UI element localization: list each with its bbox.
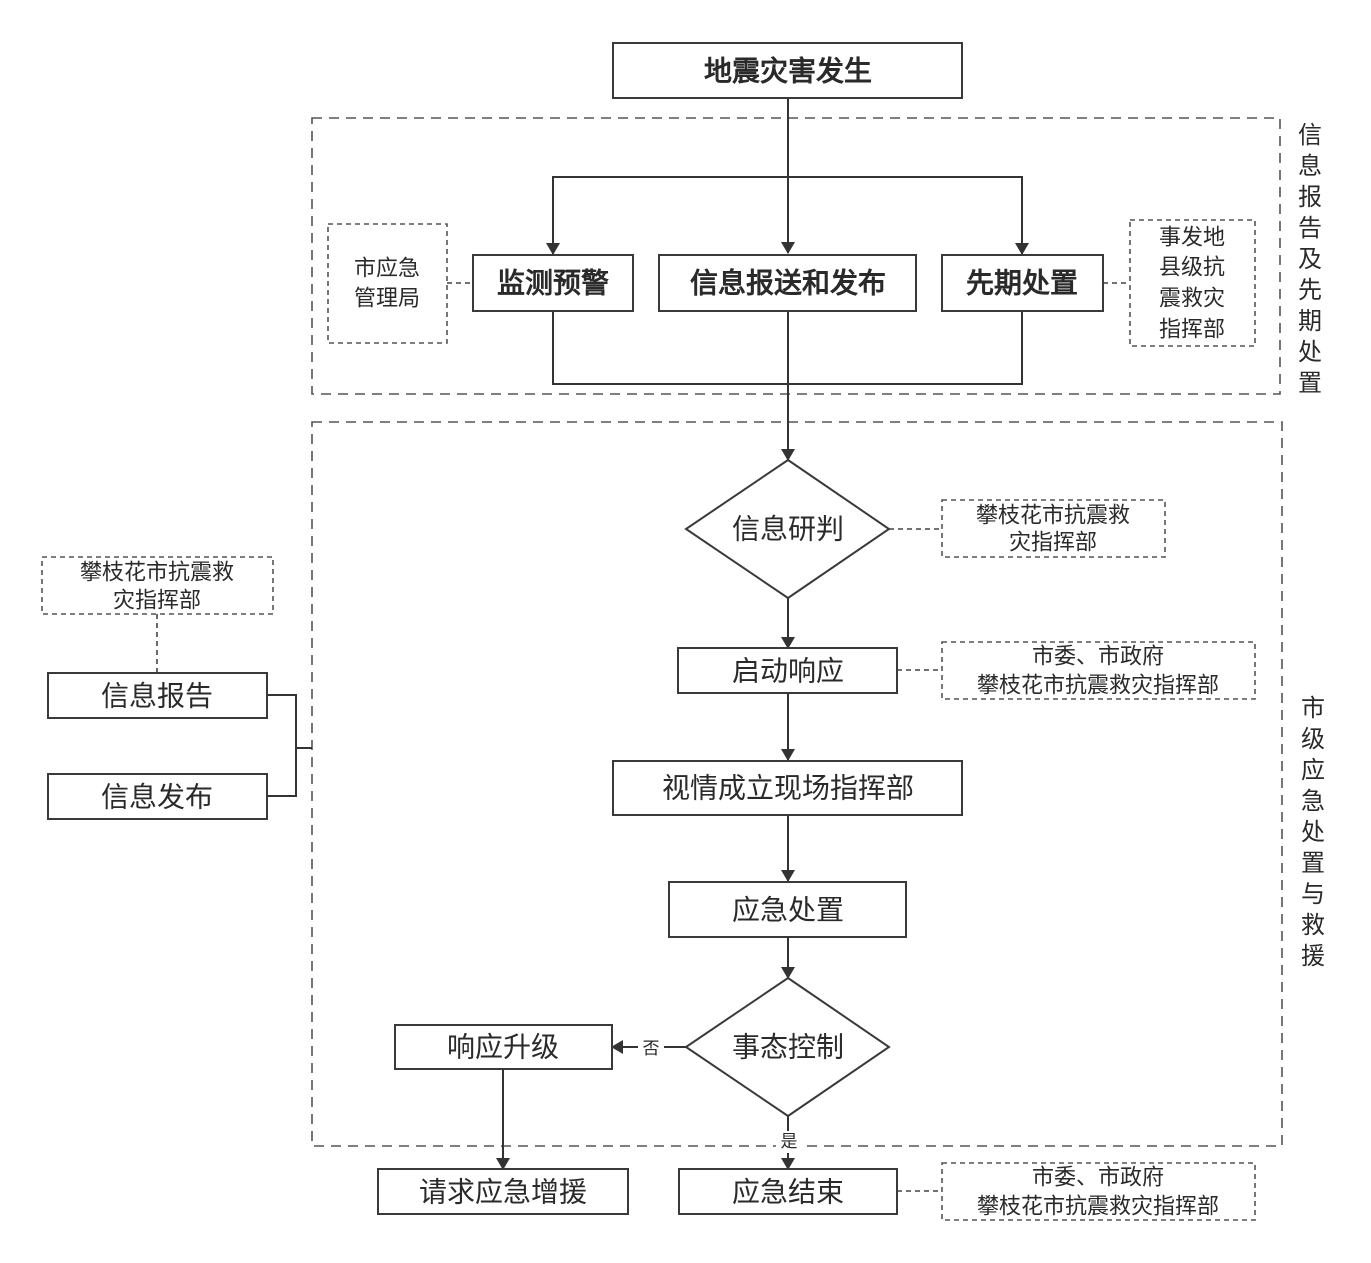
side-label-char: 报 [1298, 183, 1322, 211]
note-line: 事发地 [1159, 226, 1225, 251]
side-label-char: 级 [1301, 725, 1325, 753]
note-line: 管理局 [354, 287, 420, 312]
node-response-upgrade[interactable] [394, 1024, 613, 1070]
node-emergency-end[interactable] [678, 1168, 898, 1215]
side-label-char: 告 [1298, 214, 1322, 242]
node-response-upgrade-label: 响应升级 [447, 1031, 559, 1064]
side-label-char: 急 [1301, 787, 1325, 815]
side-label-char: 置 [1301, 849, 1325, 877]
node-start-response-label: 启动响应 [732, 655, 844, 688]
node-earthquake-label: 地震灾害发生 [704, 55, 872, 88]
label-yes: 是 [781, 1132, 798, 1152]
label-no: 否 [643, 1039, 660, 1059]
label-bg [638, 1037, 664, 1059]
side-label-char: 置 [1298, 369, 1322, 397]
node-monitor-warning[interactable] [472, 254, 634, 312]
note-emergency-end [941, 1162, 1256, 1221]
node-info-publish-label: 信息发布 [101, 781, 213, 814]
note-line: 攀枝花市抗震救 [976, 504, 1130, 529]
node-info-release-label: 信息报送和发布 [690, 267, 886, 300]
side-label-char: 信 [1298, 121, 1322, 149]
note-line: 攀枝花市抗震救灾指挥部 [977, 1195, 1219, 1220]
node-request-reinforcement[interactable] [377, 1168, 629, 1215]
side-label-char: 市 [1301, 694, 1325, 722]
node-site-command[interactable] [612, 760, 963, 816]
note-emergency-bureau [327, 223, 448, 344]
note-left-hq [41, 556, 274, 615]
note-start-response [941, 641, 1256, 700]
side-label-char: 处 [1298, 338, 1322, 366]
note-line: 震救灾 [1159, 287, 1225, 312]
side-label-char: 息 [1298, 152, 1322, 180]
side-label-char: 先 [1298, 276, 1322, 304]
label-bg [776, 1131, 802, 1153]
node-request-reinforcement-label: 请求应急增援 [419, 1176, 587, 1209]
note-line: 县级抗 [1159, 256, 1225, 281]
node-site-command-label: 视情成立现场指挥部 [662, 772, 914, 805]
side-label-char: 及 [1298, 245, 1322, 273]
group-info-report [311, 117, 1281, 395]
note-line: 灾指挥部 [113, 589, 201, 614]
side-label-char: 处 [1301, 818, 1325, 846]
decision-research-label: 信息研判 [732, 513, 844, 546]
connector [267, 694, 297, 797]
note-line: 攀枝花市抗震救灾指挥部 [977, 674, 1219, 699]
note-line: 灾指挥部 [1009, 531, 1097, 556]
note-line: 市应急 [354, 257, 420, 282]
node-emergency-end-label: 应急结束 [732, 1176, 844, 1209]
connector [552, 176, 1023, 253]
node-info-release[interactable] [658, 254, 917, 312]
node-initial-disposal-label: 先期处置 [966, 267, 1078, 300]
note-county-hq [1129, 219, 1256, 347]
node-info-report-label: 信息报告 [101, 680, 213, 713]
node-emergency-handling[interactable] [668, 881, 907, 938]
note-line: 市委、市政府 [1032, 645, 1164, 670]
side-label-char: 与 [1301, 880, 1325, 908]
note-research-hq [941, 499, 1166, 558]
side-label-char: 援 [1301, 942, 1325, 970]
side-label-char: 应 [1301, 756, 1325, 784]
note-line: 指挥部 [1159, 318, 1225, 343]
side-label-char: 期 [1298, 307, 1322, 335]
node-start-response[interactable] [677, 647, 898, 694]
node-monitor-warning-label: 监测预警 [497, 267, 609, 300]
note-line: 市委、市政府 [1032, 1166, 1164, 1191]
note-line: 攀枝花市抗震救 [80, 561, 234, 586]
node-earthquake[interactable] [612, 42, 963, 99]
node-emergency-handling-label: 应急处置 [732, 894, 844, 927]
decision-control-label: 事态控制 [732, 1031, 844, 1064]
side-label-char: 救 [1301, 911, 1325, 939]
